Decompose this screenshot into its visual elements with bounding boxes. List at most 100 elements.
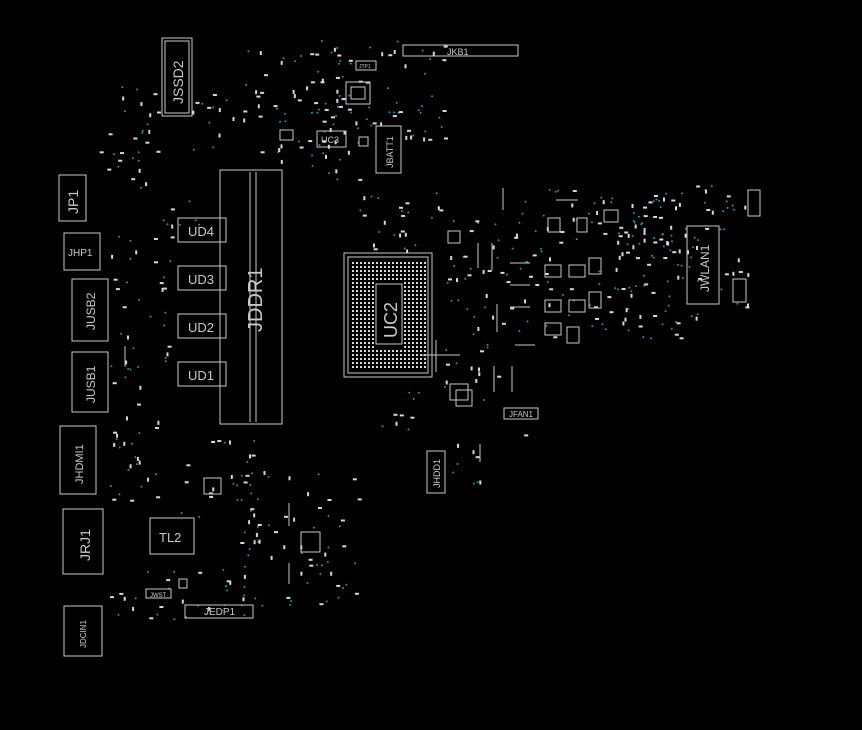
connector-top-right[interactable] — [747, 189, 761, 217]
passive-pad — [639, 314, 642, 319]
via — [723, 228, 726, 231]
passive-pad — [475, 220, 480, 223]
passive-pad — [480, 350, 484, 353]
bga-ball — [372, 326, 374, 328]
label-jssd2: JSSD2 — [170, 60, 186, 104]
via — [354, 562, 357, 565]
passive-pad — [229, 580, 232, 585]
bga-ball — [412, 346, 414, 348]
connector-jhdmi1[interactable]: JHDMI1 — [59, 425, 97, 495]
passive-pad — [653, 315, 658, 317]
passive-pad — [432, 51, 435, 56]
passive-pad — [678, 249, 681, 254]
passive-pad — [355, 121, 358, 126]
bga-ball — [352, 298, 354, 300]
bga-ball — [408, 326, 410, 328]
via — [248, 548, 251, 550]
passive-pad — [230, 474, 233, 479]
via — [336, 47, 339, 49]
passive-pad — [240, 542, 245, 544]
bga-ball — [368, 290, 370, 292]
bga-ball — [404, 354, 406, 356]
bga-ball — [356, 274, 358, 276]
connector-jddr1[interactable]: JDDR1 — [219, 169, 283, 425]
passive-pad — [293, 517, 296, 522]
bga-ball — [376, 350, 378, 352]
bga-ball — [360, 358, 362, 360]
connector-jedp1[interactable]: JEDP1 — [184, 604, 254, 619]
bga-ball — [408, 286, 410, 288]
bga-ball — [400, 270, 402, 272]
bga-ball — [356, 286, 358, 288]
cpu-uc2[interactable]: UC2 — [343, 252, 460, 378]
connector-jfan1[interactable]: JFAN1 — [503, 407, 539, 420]
passive-pad — [407, 129, 411, 132]
memory-ud1[interactable]: UD1 — [177, 361, 227, 387]
ic-uc3-adjacent[interactable] — [279, 129, 369, 147]
bga-ball — [356, 326, 358, 328]
via — [368, 106, 371, 109]
connector-jbatt1[interactable]: JBATT1 — [375, 125, 402, 174]
via — [339, 158, 341, 161]
connector-jhdd1[interactable]: JHDD1 — [426, 450, 446, 494]
bga-ball — [408, 294, 410, 296]
passive-pad — [212, 94, 217, 96]
bga-ball — [412, 338, 414, 340]
passive-pad — [659, 216, 663, 219]
via — [370, 124, 373, 127]
passive-pad — [218, 133, 221, 138]
via — [618, 232, 621, 235]
bga-ball — [408, 346, 410, 348]
bga-ball — [368, 338, 370, 340]
via — [321, 564, 323, 567]
passive-pad — [677, 275, 680, 280]
connector-jrj1[interactable]: JRJ1 — [62, 508, 104, 575]
via — [526, 320, 529, 323]
bga-ball — [352, 362, 354, 364]
connector-jssd2[interactable]: JSSD2 — [161, 37, 193, 117]
bga-ball — [392, 358, 394, 360]
connector-jusb2[interactable]: JUSB2 — [71, 278, 109, 342]
connector-jusb1[interactable]: JUSB1 — [71, 351, 109, 413]
bga-ball — [416, 310, 418, 312]
connector-jdcin1[interactable]: JDCIN1 — [63, 605, 103, 657]
memory-ud4[interactable]: UD4 — [177, 217, 227, 243]
passive-pad — [617, 240, 620, 245]
passive-pad — [153, 93, 158, 96]
bga-ball — [352, 266, 354, 268]
connector-jwst[interactable]: JWST — [145, 588, 172, 599]
bga-ball — [420, 298, 422, 300]
via — [381, 425, 384, 428]
passive-pad — [626, 251, 630, 254]
via — [403, 247, 406, 250]
passive-pad — [157, 420, 160, 425]
bga-ball — [404, 278, 406, 280]
bga-ball — [356, 318, 358, 320]
bga-ball — [360, 338, 362, 340]
connector-jhp1[interactable]: JHP1 — [63, 232, 101, 271]
connector-jwlan1[interactable]: JWLAN1 — [686, 225, 720, 305]
transformer-tl2[interactable]: TL2 — [149, 517, 195, 555]
passive-pad — [663, 257, 668, 259]
connector-jkb1[interactable]: JKB1 — [402, 44, 519, 57]
via — [732, 208, 735, 211]
connector-jp1[interactable]: JP1 — [58, 174, 87, 222]
via — [178, 223, 181, 226]
connector-jtp1[interactable]: JTP1 — [355, 60, 377, 71]
bga-ball — [388, 262, 390, 264]
ic-misc-group[interactable] — [178, 209, 747, 589]
bga-ball — [404, 266, 406, 268]
via — [282, 57, 285, 60]
bga-ball — [420, 314, 422, 316]
ic-top-small[interactable] — [345, 81, 371, 105]
memory-ud3[interactable]: UD3 — [177, 265, 227, 291]
bga-ball — [380, 362, 382, 364]
bga-ball — [420, 318, 422, 320]
bga-ball — [384, 274, 386, 276]
via — [476, 481, 479, 484]
passive-pad — [671, 199, 676, 202]
memory-ud2[interactable]: UD2 — [177, 313, 227, 339]
passive-pad — [153, 238, 158, 240]
ic-uc3[interactable]: UC3 — [316, 130, 347, 148]
